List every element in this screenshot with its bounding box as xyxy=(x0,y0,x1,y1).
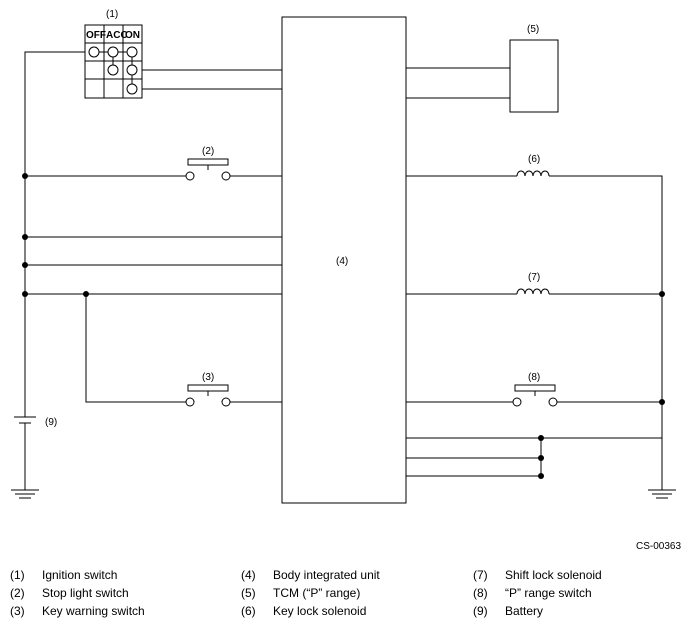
legend-number: (4) xyxy=(241,568,256,582)
stop-light-contact xyxy=(221,171,231,181)
legend-text: Body integrated unit xyxy=(273,568,380,582)
p-range-switch-actuator xyxy=(514,384,556,392)
wiring-diagram: OFF ACC ON (1) (4) (5) (2) xyxy=(11,9,676,504)
ignition-contact xyxy=(107,64,119,76)
key-warning-switch-actuator xyxy=(187,384,229,392)
legend-number: (5) xyxy=(241,586,256,600)
ignition-header-on: ON xyxy=(125,30,140,41)
ignition-contact xyxy=(88,46,100,58)
p-range-contact xyxy=(548,397,558,407)
stop-light-switch-actuator xyxy=(187,158,229,166)
legend-text: Stop light switch xyxy=(42,586,129,600)
callout-3: (3) xyxy=(202,372,214,383)
key-warning-contact xyxy=(185,397,195,407)
p-range-contact xyxy=(512,397,522,407)
ignition-contact xyxy=(126,46,138,58)
legend-number: (9) xyxy=(473,604,488,618)
legend-number: (8) xyxy=(473,586,488,600)
callout-8: (8) xyxy=(528,372,540,383)
callout-1: (1) xyxy=(106,9,118,20)
body-integrated-unit xyxy=(281,16,407,504)
ignition-contact xyxy=(126,83,138,95)
ground-icon xyxy=(648,489,676,499)
legend: (1) Ignition switch (2) Stop light switc… xyxy=(0,566,694,626)
key-warning-contact xyxy=(221,397,231,407)
ignition-header-off: OFF xyxy=(86,30,106,41)
legend-number: (3) xyxy=(10,604,25,618)
legend-number: (6) xyxy=(241,604,256,618)
legend-text: “P” range switch xyxy=(505,586,592,600)
legend-text: Battery xyxy=(505,604,544,618)
legend-text: Key lock solenoid xyxy=(273,604,367,618)
tcm-box xyxy=(509,39,559,113)
battery-symbol xyxy=(14,416,36,490)
callout-7: (7) xyxy=(528,272,540,283)
legend-text: Ignition switch xyxy=(42,568,118,582)
callout-4: (4) xyxy=(336,256,348,267)
ignition-switch: OFF ACC ON xyxy=(84,24,143,99)
legend-number: (7) xyxy=(473,568,488,582)
key-lock-solenoid-coil xyxy=(516,170,550,177)
ignition-contact xyxy=(126,64,138,76)
callout-5: (5) xyxy=(527,24,539,35)
legend-text: TCM (“P” range) xyxy=(273,586,361,600)
legend-text: Key warning switch xyxy=(42,604,145,618)
stop-light-contact xyxy=(185,171,195,181)
legend-text: Shift lock solenoid xyxy=(505,568,602,582)
shift-lock-solenoid-coil xyxy=(516,288,550,295)
callout-2: (2) xyxy=(202,146,214,157)
callout-6: (6) xyxy=(528,154,540,165)
ignition-contact xyxy=(107,46,119,58)
figure-code: CS-00363 xyxy=(636,541,682,552)
legend-number: (1) xyxy=(10,568,25,582)
callout-9: (9) xyxy=(45,417,57,428)
legend-number: (2) xyxy=(10,586,25,600)
ground-icon xyxy=(11,489,39,499)
ignition-header-acc: ACC xyxy=(106,30,128,41)
